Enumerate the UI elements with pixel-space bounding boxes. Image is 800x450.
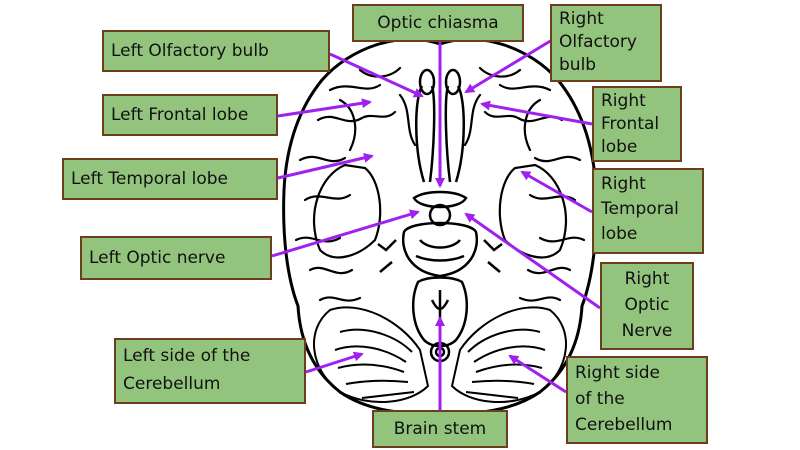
arrow-left-cerebellum: [305, 351, 364, 374]
label-right-temporal-lobe: Right Temporal lobe: [592, 168, 704, 254]
arrow-right-olfactory: [464, 38, 553, 94]
label-brain-stem: Brain stem: [372, 410, 508, 448]
label-left-frontal-lobe: Left Frontal lobe: [102, 94, 278, 136]
label-right-olfactory-bulb: Right Olfactory bulb: [550, 4, 662, 82]
label-optic-chiasma: Optic chiasma: [352, 4, 524, 42]
label-left-cerebellum: Left side of the Cerebellum: [114, 338, 306, 404]
cerebellum-left: [313, 306, 430, 403]
arrow-left-optic: [271, 209, 420, 258]
arrow-left-frontal: [277, 98, 372, 118]
olfactory-tract-right: [444, 85, 465, 183]
label-right-frontal-lobe: Right Frontal lobe: [592, 86, 682, 162]
label-left-optic-nerve: Left Optic nerve: [80, 236, 272, 280]
arrow-right-temporal: [520, 170, 593, 214]
arrow-left-olfactory: [329, 52, 424, 98]
label-right-optic-nerve: Right Optic Nerve: [600, 262, 694, 350]
olfactory-tract-left: [415, 85, 436, 183]
label-left-temporal-lobe: Left Temporal lobe: [62, 158, 278, 200]
label-left-olfactory-bulb: Left Olfactory bulb: [102, 30, 330, 72]
arrow-right-frontal: [480, 100, 593, 126]
arrow-right-optic: [464, 212, 601, 310]
cerebellum-right: [450, 306, 567, 403]
arrow-right-cerebellum: [508, 354, 567, 394]
arrow-left-temporal: [277, 152, 374, 180]
label-right-cerebellum: Right side of the Cerebellum: [566, 356, 708, 444]
